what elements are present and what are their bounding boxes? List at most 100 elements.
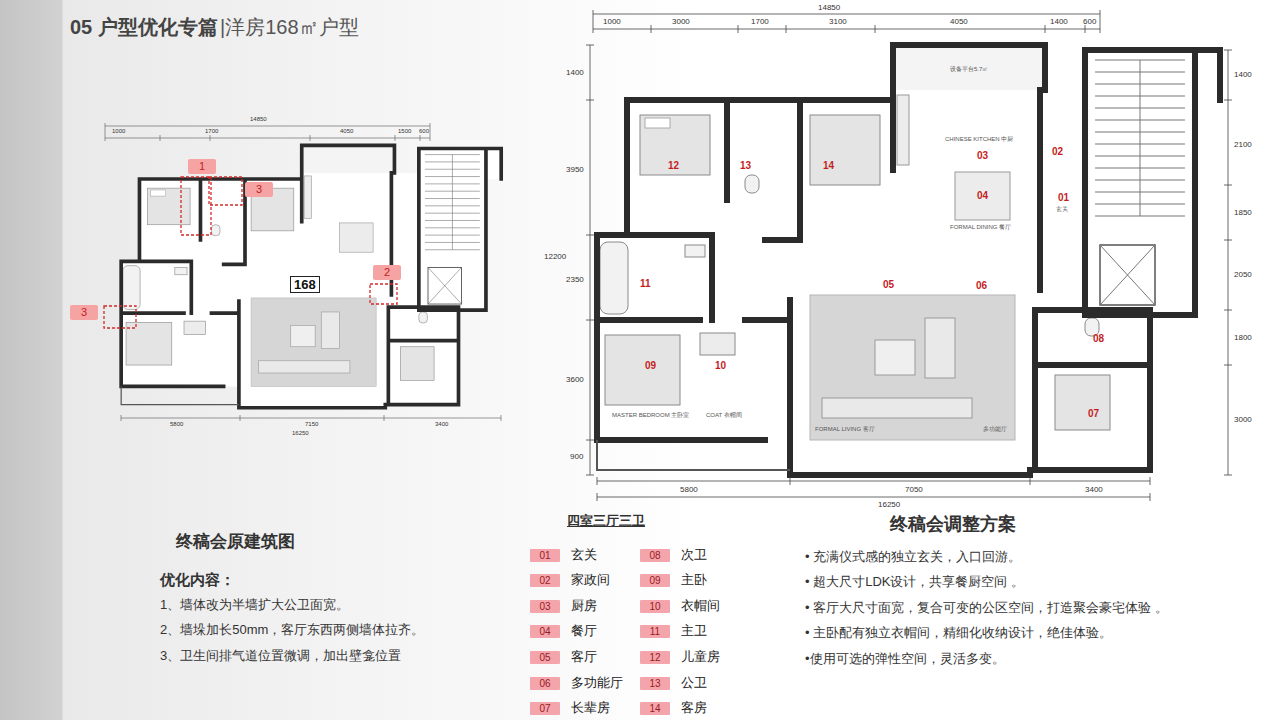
callout-box: 1 <box>188 159 216 174</box>
callout-box: 3 <box>245 182 273 197</box>
room-name: COAT 衣帽间 <box>706 412 742 419</box>
bullet-item: • 充满仪式感的独立玄关，入口回游。 <box>805 550 1021 565</box>
dimension: 16250 <box>878 500 900 509</box>
dimension: 600 <box>1083 17 1096 26</box>
room-number: 06 <box>976 280 987 292</box>
room-name: 家政间 <box>571 571 610 589</box>
dimension: 3950 <box>566 165 584 174</box>
room-number: 03 <box>977 150 988 162</box>
room-name: 多功能厅 <box>571 674 623 692</box>
room-number: 10 <box>715 360 726 372</box>
callout-box: 3 <box>70 305 98 320</box>
room-key: 03 厨房 <box>530 597 597 615</box>
slide-title: 05 户型优化专篇 <box>70 16 218 39</box>
area-number: 168 <box>290 276 320 293</box>
room-key: 13 公卫 <box>640 674 707 692</box>
room-key: 10衣帽间 <box>640 597 720 615</box>
room-key: 11 主卫 <box>640 622 707 640</box>
room-key: 08次卫 <box>640 546 707 564</box>
room-badge: 05 <box>530 651 560 664</box>
subtitle: |洋房168㎡户型 <box>220 16 359 39</box>
section-caption: 终稿会调整方案 <box>890 514 1016 535</box>
dimension: 3100 <box>829 17 847 26</box>
callout-number: 2 <box>373 265 401 280</box>
dimension: 1800 <box>1234 333 1252 342</box>
room-badge: 13 <box>640 677 670 690</box>
room-name: 客厅 <box>571 648 597 666</box>
bullet-item: • 主卧配有独立衣帽间，精细化收纳设计，绝佳体验。 <box>805 626 1112 641</box>
dimension-lines <box>586 10 1232 501</box>
list-item: 2、墙垛加长50mm，客厅东西两侧墙体拉齐。 <box>160 623 424 638</box>
room-key: 02 家政间 <box>530 571 610 589</box>
markup-boxes <box>104 177 397 328</box>
room-key: 09主卧 <box>640 571 707 589</box>
room-badge: 06 <box>530 677 560 690</box>
room-badge: 07 <box>530 702 560 715</box>
dimension: 3400 <box>1085 485 1103 494</box>
callout-number: 1 <box>188 159 216 174</box>
room-badge: 03 <box>530 600 560 613</box>
dimension: 3600 <box>566 375 584 384</box>
room-key: 01 玄关 <box>530 546 597 564</box>
dimension: 1500 <box>398 128 411 135</box>
room-badge: 14 <box>640 702 670 715</box>
room-badge: 08 <box>640 549 670 562</box>
room-key: 14 客房 <box>640 699 707 717</box>
room-badge: 01 <box>530 549 560 562</box>
bullet-item: •使用可选的弹性空间，灵活多变。 <box>805 652 1005 667</box>
dimension: 7150 <box>305 421 318 428</box>
room-number: 09 <box>645 360 656 372</box>
room-number: 07 <box>1088 408 1099 420</box>
room-number: 01 <box>1058 192 1069 204</box>
legend-heading: 四室三厅三卫 <box>567 514 645 529</box>
dimension-lines <box>105 123 501 421</box>
dimension: 14850 <box>250 116 267 123</box>
dimension: 16250 <box>292 430 309 437</box>
original-plan <box>121 145 501 407</box>
room-name: 玄关 <box>571 546 597 564</box>
dimension: 5800 <box>680 485 698 494</box>
room-name: 主卫 <box>681 622 707 640</box>
room-key: 05 客厅 <box>530 648 597 666</box>
room-name: 儿童房 <box>681 648 720 666</box>
room-name: 设备平台5.7㎡ <box>950 66 988 73</box>
dimension: 1400 <box>1050 17 1068 26</box>
dimension: 600 <box>419 128 429 135</box>
dimension: 1400 <box>566 68 584 77</box>
room-key: 04餐厅 <box>530 622 597 640</box>
room-key: 12 儿童房 <box>640 648 720 666</box>
dimension: 4050 <box>340 128 353 135</box>
room-number: 04 <box>977 190 988 202</box>
section-caption: 终稿会原建筑图 <box>176 532 295 552</box>
room-badge: 10 <box>640 600 670 613</box>
room-name: 客房 <box>681 699 707 717</box>
dimension: 7050 <box>905 485 923 494</box>
dimension: 1700 <box>205 128 218 135</box>
room-name: 公卫 <box>681 674 707 692</box>
dimension: 4050 <box>950 17 968 26</box>
dimension: 12200 <box>544 252 566 261</box>
room-badge: 12 <box>640 651 670 664</box>
dimension: 14850 <box>818 3 840 12</box>
room-badge: 02 <box>530 574 560 587</box>
dimension: 3000 <box>1234 415 1252 424</box>
callout-number: 3 <box>245 182 273 197</box>
dimension: 1000 <box>112 128 125 135</box>
room-key: 07长辈房 <box>530 699 610 717</box>
dimension: 2100 <box>1234 140 1252 149</box>
dimension: 900 <box>570 452 583 461</box>
room-name: 玄关 <box>1056 206 1068 213</box>
room-name: 厨房 <box>571 597 597 615</box>
room-name: 主卧 <box>681 571 707 589</box>
list-item: 3、卫生间排气道位置微调，加出壁龛位置 <box>160 649 401 664</box>
room-name: MASTER BEDROOM 主卧室 <box>612 412 689 419</box>
list-item: 1、墙体改为半墙扩大公卫面宽。 <box>160 598 349 613</box>
room-badge: 11 <box>640 625 670 638</box>
dimension: 1850 <box>1234 208 1252 217</box>
room-number: 11 <box>640 278 651 290</box>
room-number: 05 <box>883 279 894 291</box>
list-heading: 优化内容： <box>160 571 235 588</box>
dimension: 3400 <box>435 421 448 428</box>
room-name: FORMAL DINING 餐厅 <box>950 224 1011 231</box>
room-badge: 04 <box>530 625 560 638</box>
